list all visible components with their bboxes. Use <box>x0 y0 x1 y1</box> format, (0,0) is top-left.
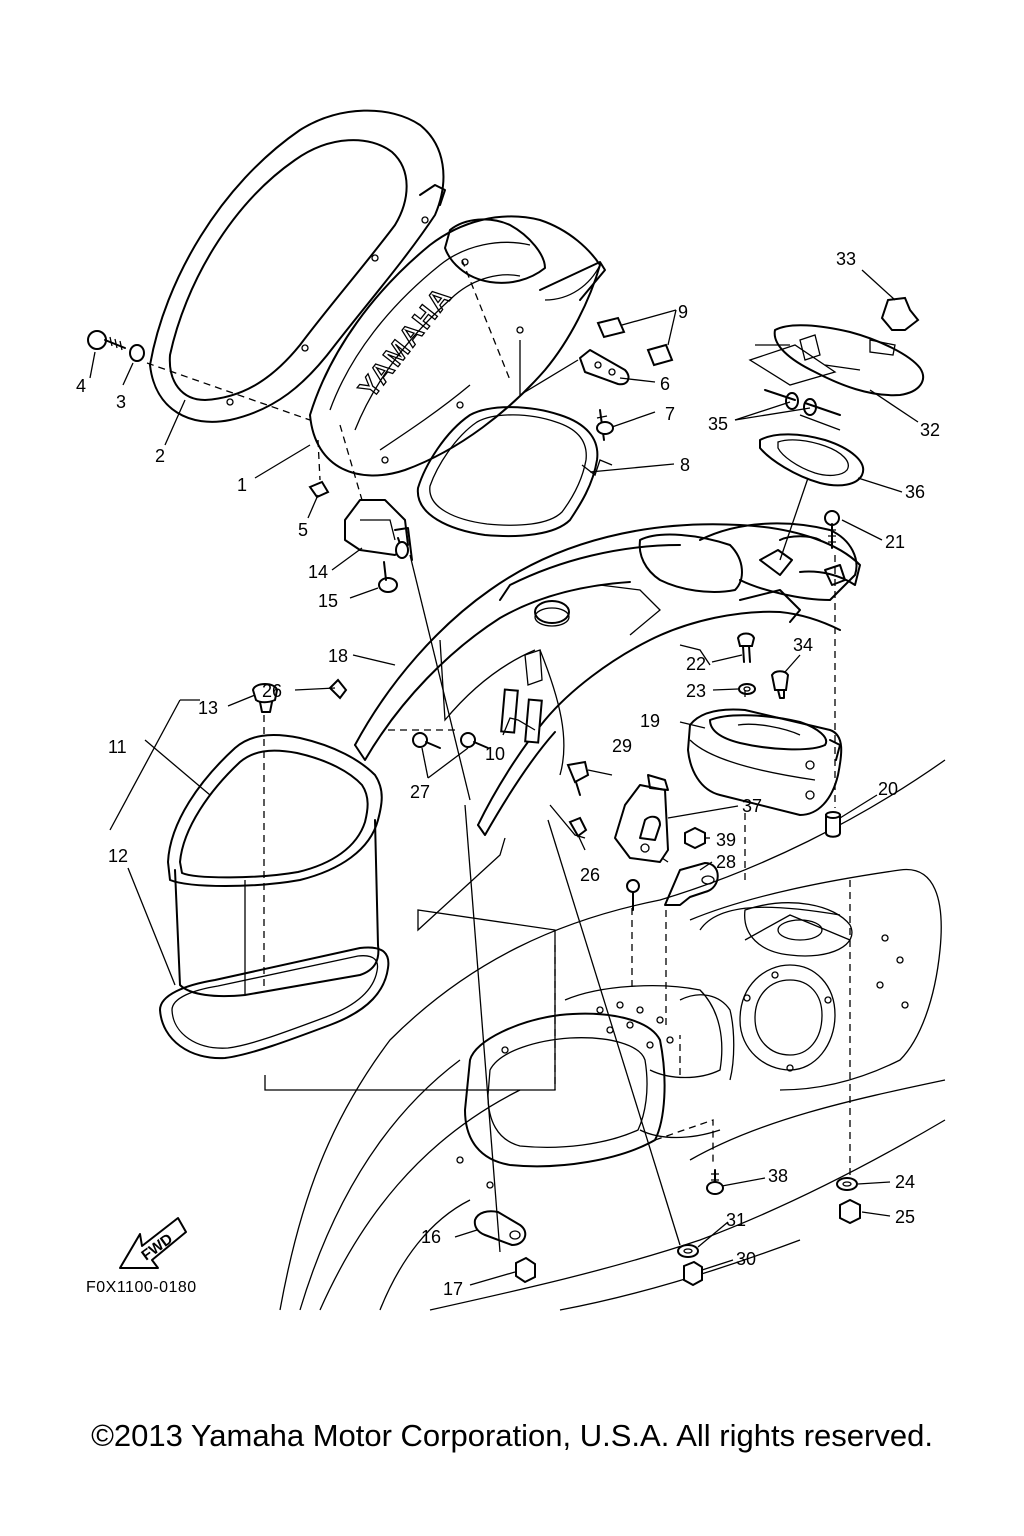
callout-1: 1 <box>237 475 247 495</box>
exploded-parts-diagram: YAMAHA <box>76 109 946 1311</box>
callout-6: 6 <box>660 374 670 394</box>
hull-deck <box>279 759 946 1311</box>
callout-17: 17 <box>443 1279 463 1299</box>
callout-31: 31 <box>726 1210 746 1230</box>
callout-21: 21 <box>885 532 905 552</box>
storage-frame <box>354 522 861 836</box>
drawing-code: F0X1100-0180 <box>86 1279 197 1296</box>
hinge-pins <box>748 344 841 416</box>
callout-24: 24 <box>895 1172 915 1192</box>
callout-36: 36 <box>905 482 925 502</box>
callout-5: 5 <box>298 520 308 540</box>
nut-plate <box>473 1210 527 1246</box>
callout-22: 22 <box>686 654 706 674</box>
callout-10: 10 <box>485 744 505 764</box>
hood-seal <box>416 406 599 538</box>
callout-38: 38 <box>768 1166 788 1186</box>
copyright-notice: ©2013 Yamaha Motor Corporation, U.S.A. A… <box>91 1418 933 1453</box>
callout-labels: 1 2 3 4 5 6 7 8 9 10 11 12 13 14 15 16 1… <box>76 249 940 1299</box>
callout-37: 37 <box>742 796 762 816</box>
hinge-bracket <box>344 499 413 561</box>
callout-34: 34 <box>793 635 813 655</box>
fwd-arrow: FWD <box>119 1217 187 1269</box>
leader-lines <box>89 269 919 1286</box>
callout-8: 8 <box>680 455 690 475</box>
hood-cover-outer <box>149 109 446 423</box>
callout-39: 39 <box>716 830 736 850</box>
callout-30: 30 <box>736 1249 756 1269</box>
glove-box <box>687 708 843 816</box>
callout-7: 7 <box>665 404 675 424</box>
callout-33: 33 <box>836 249 856 269</box>
callout-16: 16 <box>421 1227 441 1247</box>
hood-inner: YAMAHA <box>309 215 606 477</box>
callout-11: 11 <box>108 737 127 757</box>
latch <box>614 774 669 863</box>
storage-bucket <box>167 734 383 998</box>
callout-13: 13 <box>198 698 218 718</box>
callout-29: 29 <box>612 736 632 756</box>
alignment-lines <box>146 259 851 1180</box>
bucket-seal <box>159 946 390 1060</box>
callout-15: 15 <box>318 591 338 611</box>
latch-bracket <box>664 862 719 906</box>
callout-27: 27 <box>410 782 430 802</box>
callout-25: 25 <box>895 1207 915 1227</box>
glove-box-lid <box>773 324 925 397</box>
lid-seal <box>759 433 865 487</box>
callout-28: 28 <box>716 852 736 872</box>
callout-3: 3 <box>116 392 126 412</box>
callout-35: 35 <box>708 414 728 434</box>
callout-14: 14 <box>308 562 328 582</box>
callout-2: 2 <box>155 446 165 466</box>
fasteners <box>87 296 920 1287</box>
callout-19: 19 <box>640 711 660 731</box>
callout-12: 12 <box>108 846 128 866</box>
callout-32: 32 <box>920 420 940 440</box>
callout-23: 23 <box>686 681 706 701</box>
callout-4: 4 <box>76 376 86 396</box>
callout-20: 20 <box>878 779 898 799</box>
callout-18: 18 <box>328 646 348 666</box>
group-brackets <box>264 340 861 1091</box>
callout-26b: 26 <box>580 865 600 885</box>
callout-26a: 26 <box>262 681 282 701</box>
callout-9: 9 <box>678 302 688 322</box>
yamaha-logo: YAMAHA <box>352 280 458 403</box>
